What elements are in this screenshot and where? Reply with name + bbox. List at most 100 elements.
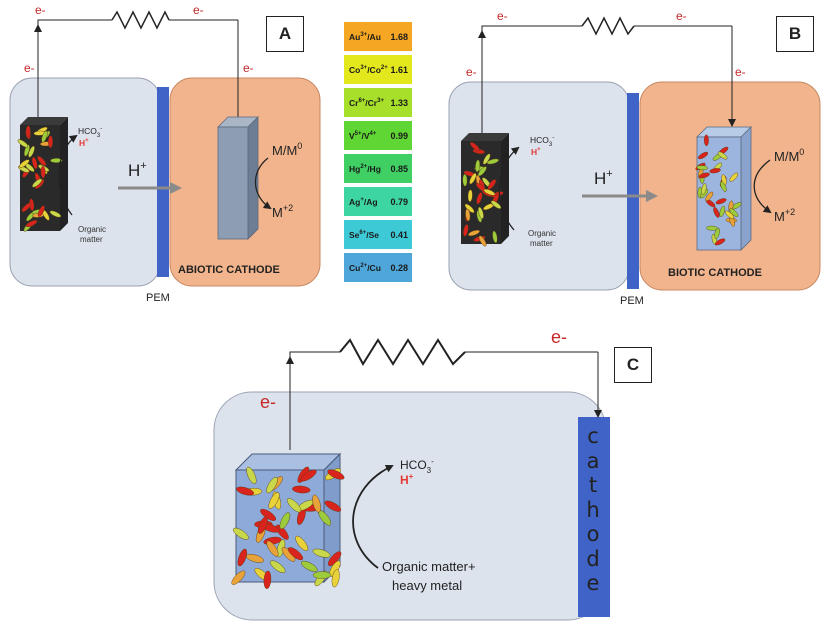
redox-couple: V5+/V4+ [349,130,377,141]
redox-potential-value: 0.28 [390,262,408,273]
bacterium [25,220,38,228]
proton-flow-label: H+ [594,168,613,188]
cathode-letter: e [586,571,600,595]
bacterium [469,173,477,185]
cathode-letter: h [586,497,600,522]
bacterium [268,492,280,509]
bacterium [478,235,487,247]
abiotic-cathode-electrode [217,116,259,240]
bacterium [463,224,469,237]
redox-potential-value: 0.99 [390,130,408,141]
redox-couple: Hg2+/Hg [349,163,381,174]
electron-label: e- [735,65,746,79]
bacterium [331,569,340,588]
electron-label: e- [466,65,477,79]
bacterium [48,135,53,148]
metabolic-arrow [352,464,394,569]
bacterium [21,202,32,212]
electron-label: e- [676,9,687,23]
bacterium [719,205,726,217]
redox-row: Au3+/Au 1.68 [344,22,412,51]
bicarbonate-label: HCO3- [78,126,102,139]
bacterium [729,172,739,182]
bacterium [279,512,291,530]
metabolic-arrow [58,134,78,216]
bacterium [37,156,47,166]
electron-label: e- [497,9,508,23]
bicarbonate-label: HCO3- [530,135,554,148]
electron-label: e- [193,3,204,17]
panel-label-a: A [266,16,304,52]
bacterium [17,139,29,148]
resistor [581,16,635,36]
bacterium [698,151,709,160]
bacterium [703,134,709,146]
redox-potential-value: 1.68 [390,31,408,42]
bacterium [324,500,342,512]
bacterium [232,527,249,540]
redox-couple: Au3+/Au [349,31,381,42]
bacterium [470,142,480,152]
bacterium [698,172,710,179]
external-wire [37,19,112,140]
bacterium [236,486,255,496]
bacterium [490,200,502,209]
metal-couple-label: M/M0 [774,147,804,164]
cathode-letter: c [587,424,599,448]
bacteria-cluster [231,466,345,589]
external-wire [481,25,582,140]
bacteria-cluster [462,142,504,247]
cathode-vertical-label: c a t h o d e [583,424,603,596]
bacterium [312,571,332,579]
external-wire [289,351,340,450]
bacterium [25,125,31,138]
bacterium [287,547,304,561]
metabolic-arrow [498,146,520,231]
bacterium [483,188,496,196]
bacterium [300,469,317,482]
panel-c: e- e- HCO3- H+ Organic matter+heavy meta… [213,327,610,621]
metal-ion-label: M+2 [272,203,293,220]
bacterium [31,156,38,170]
cathode-letter: o [586,522,600,546]
redox-couple: Cr6+/Cr3+ [349,97,384,108]
bacterium [266,476,278,494]
bacterium [487,179,497,190]
membrane-label: PEM [146,292,170,304]
redox-row: V5+/V4+ 0.99 [344,121,412,150]
bacterium [482,153,491,165]
bicarbonate-label: HCO3- [400,457,434,475]
bacterium [300,560,318,572]
bacterium [270,560,286,573]
bacterium [725,210,735,219]
redox-row: Hg2+/Hg 0.85 [344,154,412,183]
bacterium [327,469,345,480]
bacteria-cluster [17,125,63,232]
redox-potential-value: 0.85 [390,163,408,174]
bacterium [295,535,309,551]
resistor [339,338,466,366]
bacterium [467,189,473,202]
redox-couple: Se6+/Se [349,229,380,240]
bacterium [476,192,483,205]
cathode-electrode [578,417,610,617]
bacterium [475,159,481,173]
bacterium [696,165,708,171]
proton-label: H+ [79,138,89,148]
bacterium [705,191,714,202]
bacterium [19,159,30,168]
bacterium [713,207,720,218]
electron-label: e- [24,61,35,75]
membrane-label: PEM [620,295,644,307]
bacterium [701,183,707,195]
bacterium [477,166,487,177]
bacterium [263,570,272,589]
proton-exchange-membrane [627,93,639,289]
